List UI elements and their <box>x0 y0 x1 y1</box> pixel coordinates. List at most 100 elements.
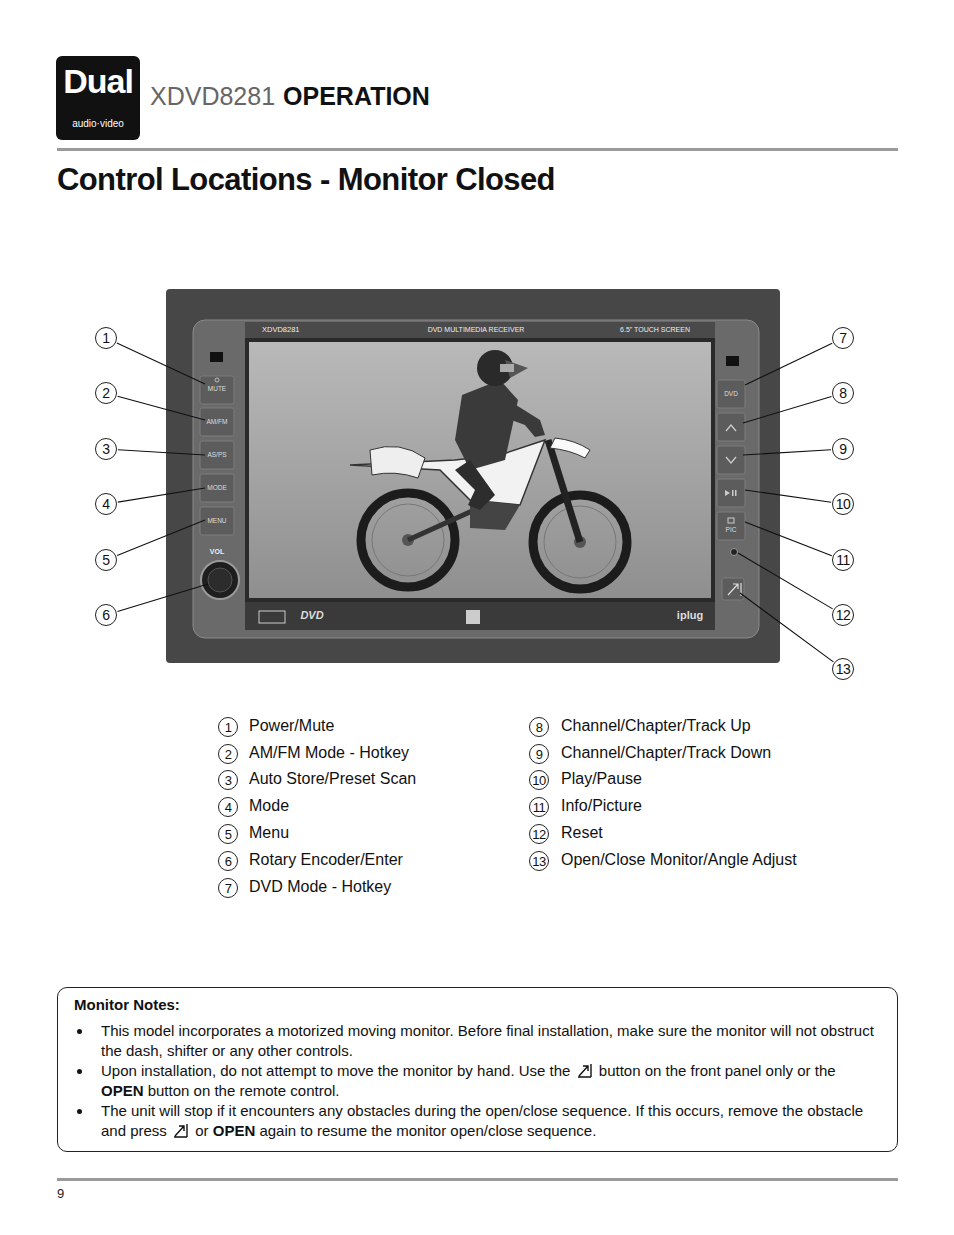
open-close-icon <box>577 1062 593 1078</box>
bullet-item: This model incorporates a motorized movi… <box>74 1021 879 1061</box>
panel-text: 6.5" TOUCH SCREEN <box>620 326 690 334</box>
control-description: Mode <box>249 797 289 815</box>
callout-number: 11 <box>832 549 854 571</box>
brand-logo-text: Dual <box>63 62 133 101</box>
button-name: OPEN <box>213 1122 256 1139</box>
legend-number: 2 <box>218 744 238 764</box>
legend-number: 7 <box>218 878 238 898</box>
number-text: 3 <box>225 774 232 787</box>
control-description: Reset <box>561 824 603 842</box>
control-description: Open/Close Monitor/Angle Adjust <box>561 851 797 869</box>
panel-text: DVD MULTIMEDIA RECEIVER <box>428 326 525 334</box>
legend-number: 9 <box>529 744 549 764</box>
control-description: Info/Picture <box>561 797 642 815</box>
legend-number: 11 <box>529 797 549 817</box>
notes-box: Monitor Notes: This model incorporates a … <box>57 987 898 1152</box>
number-text: 5 <box>102 553 109 567</box>
number-text: 12 <box>836 608 851 622</box>
legend-number: 10 <box>529 770 549 790</box>
number-text: 4 <box>102 497 109 511</box>
callout-number: 12 <box>832 604 854 626</box>
brand-tagline: audio·video <box>72 118 124 130</box>
number-text: 6 <box>102 608 109 622</box>
leader-line <box>740 593 833 662</box>
control-description: DVD Mode - Hotkey <box>249 878 391 896</box>
bullet-dot <box>77 1109 82 1114</box>
leader-line <box>117 520 205 556</box>
icon-stroke <box>578 1064 591 1077</box>
number-text: 7 <box>225 882 232 895</box>
control-description: Play/Pause <box>561 770 642 788</box>
button-label: AM/FM <box>207 418 228 425</box>
control-description: Rotary Encoder/Enter <box>249 851 403 869</box>
legend-number: 1 <box>218 717 238 737</box>
control-description: Channel/Chapter/Track Up <box>561 717 751 735</box>
callout-number: 7 <box>832 327 854 349</box>
button-name: OPEN <box>101 1082 144 1099</box>
control-description: Menu <box>249 824 289 842</box>
control-description: Auto Store/Preset Scan <box>249 770 416 788</box>
bullet-dot <box>77 1069 82 1074</box>
callout-number: 1 <box>95 327 117 349</box>
number-text: 9 <box>839 442 846 456</box>
callout-number: 13 <box>832 658 854 680</box>
open-close-icon <box>173 1122 189 1138</box>
button-label: MODE <box>207 484 227 491</box>
leader-line <box>117 584 208 612</box>
legend-number: 8 <box>529 717 549 737</box>
legend-number: 5 <box>218 824 238 844</box>
number-text: 11 <box>836 553 850 567</box>
leader-line <box>745 522 832 556</box>
motocross-illustration <box>350 350 627 589</box>
bullet-dot <box>77 1029 82 1034</box>
leader-line <box>118 488 205 502</box>
bullet-item: Upon installation, do not attempt to mov… <box>74 1061 879 1101</box>
number-text: 6 <box>225 855 232 868</box>
number-text: 1 <box>225 721 232 734</box>
note-text: or <box>195 1122 208 1139</box>
button-label: PIC <box>726 526 737 533</box>
section-heading: OPERATION <box>283 82 430 111</box>
number-text: 7 <box>839 331 846 345</box>
leader-line <box>738 553 833 609</box>
note-text: again to resume the monitor open/close s… <box>259 1122 596 1139</box>
button-label: MENU <box>207 517 226 524</box>
number-text: 11 <box>533 801 546 814</box>
receiver-front-panel <box>166 289 780 663</box>
number-text: 2 <box>225 748 232 761</box>
control-description: Power/Mute <box>249 717 334 735</box>
leader-line <box>745 490 831 502</box>
callout-number: 9 <box>832 438 854 460</box>
legend-number: 13 <box>529 851 549 871</box>
button-label: MUTE <box>208 385 226 392</box>
leader-line <box>743 396 832 423</box>
number-text: 10 <box>532 774 545 787</box>
number-text: 13 <box>836 662 851 676</box>
leader-line <box>118 450 205 455</box>
number-text: 1 <box>102 331 109 345</box>
note-text: This model incorporates a motorized movi… <box>101 1022 874 1059</box>
model-heading: XDVD8281 <box>150 82 275 111</box>
control-description: AM/FM Mode - Hotkey <box>249 744 409 762</box>
number-text: 3 <box>102 442 109 456</box>
callout-number: 8 <box>832 382 854 404</box>
callout-number: 4 <box>95 493 117 515</box>
number-text: 12 <box>532 828 545 841</box>
button-label: AS/PS <box>207 451 226 458</box>
header-rule <box>57 148 898 151</box>
number-text: 8 <box>839 386 846 400</box>
bullet-item: The unit will stop if it encounters any … <box>74 1101 879 1141</box>
note-text: button on the remote control. <box>148 1082 340 1099</box>
footer-rule <box>57 1178 898 1181</box>
callout-number: 2 <box>95 382 117 404</box>
legend-number: 4 <box>218 797 238 817</box>
knob-label: VOL <box>210 548 224 556</box>
legend-number: 3 <box>218 770 238 790</box>
notes-heading: Monitor Notes: <box>74 995 879 1015</box>
number-text: 9 <box>536 748 543 761</box>
note-text: button on the front panel only or the <box>599 1062 836 1079</box>
page-title: Control Locations - Monitor Closed <box>57 162 555 198</box>
panel-model-text: XDVD8281 <box>262 326 300 335</box>
legend-number: 12 <box>529 824 549 844</box>
